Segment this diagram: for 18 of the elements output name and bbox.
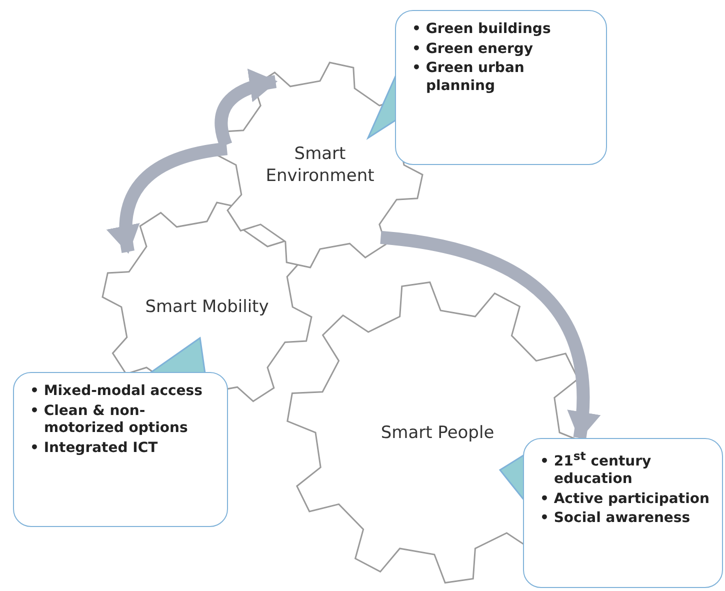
curved-arrow	[380, 230, 600, 440]
bullet-item: • Social awareness	[540, 510, 692, 528]
curved-arrow	[214, 70, 278, 148]
gear-label: Smart People	[380, 421, 496, 444]
gear-label: Smart Mobility	[144, 296, 270, 318]
curved-arrow	[108, 142, 228, 254]
callout-box	[13, 372, 228, 527]
bullet-item: • Green energy	[412, 40, 534, 58]
callout-box	[523, 438, 723, 588]
bullet-item: • Mixed-modal access	[30, 383, 204, 400]
bullet-item: • 21$^{st}$ century education	[540, 449, 652, 489]
bullet-item: • Clean & non-motorized options	[30, 402, 189, 438]
bullet-item: • Green urban planning	[412, 60, 526, 95]
bullet-item: • Green buildings	[412, 21, 552, 38]
bullet-item: • Integrated ICT	[30, 440, 159, 457]
gear-label: Smart Environment	[264, 142, 376, 188]
bullet-item: • Active participation	[540, 490, 710, 508]
callout-box	[395, 10, 607, 165]
